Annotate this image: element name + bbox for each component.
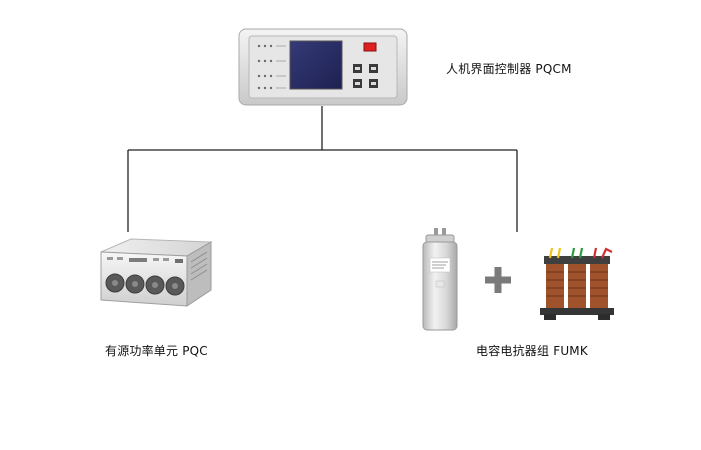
rack-power-unit-icon [97,236,213,312]
cylindrical-capacitor-icon [418,226,462,336]
active-unit-label: 有源功率单元 PQC [105,344,208,358]
capacitor-reactor-label: 电容电抗器组 FUMK [476,344,588,358]
three-phase-reactor-icon [536,244,622,324]
fan-1 [105,273,125,293]
plus-sign-icon [484,266,512,294]
controller-label: 人机界面控制器 PQCM [446,62,572,76]
hmi-controller-icon [238,28,408,106]
